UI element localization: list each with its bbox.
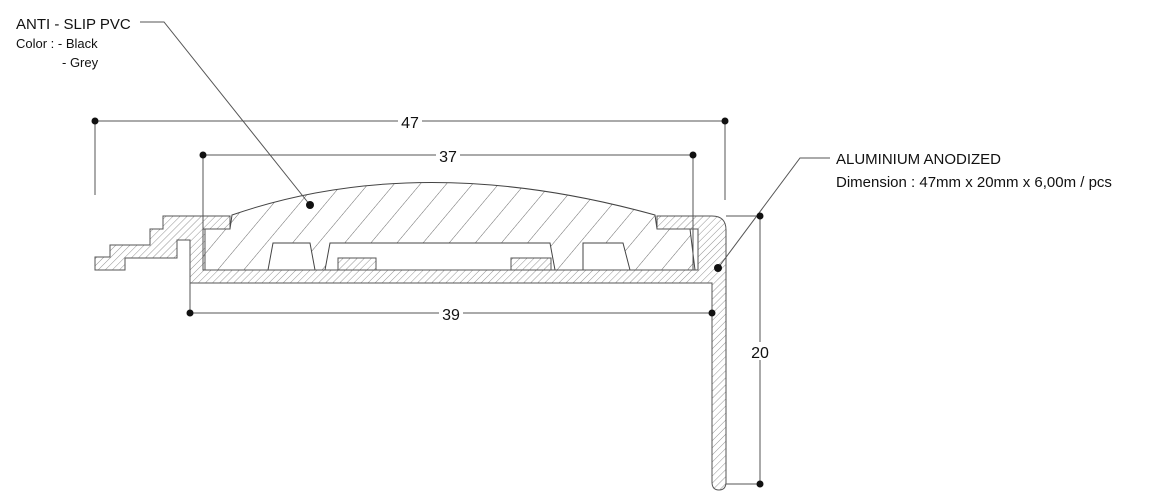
- pvc-insert: [202, 182, 696, 271]
- alu-title: ALUMINIUM ANODIZED: [836, 151, 1001, 168]
- aluminium-profile: [94, 215, 727, 491]
- dim-20: 20: [751, 345, 769, 362]
- dimension-dots: [91, 117, 764, 488]
- base-ridge-left: [337, 257, 377, 271]
- alu-dimension: Dimension : 47mm x 20mm x 6,00m / pcs: [836, 174, 1112, 191]
- dim-39: 39: [442, 307, 460, 324]
- pvc-title: ANTI - SLIP PVC: [16, 16, 131, 33]
- pvc-color: Color : - Black: [16, 36, 98, 51]
- base-ridge-right: [510, 257, 552, 271]
- pvc-color-2: - Grey: [62, 55, 99, 70]
- dim-37: 37: [439, 149, 457, 166]
- dim-47: 47: [401, 115, 419, 132]
